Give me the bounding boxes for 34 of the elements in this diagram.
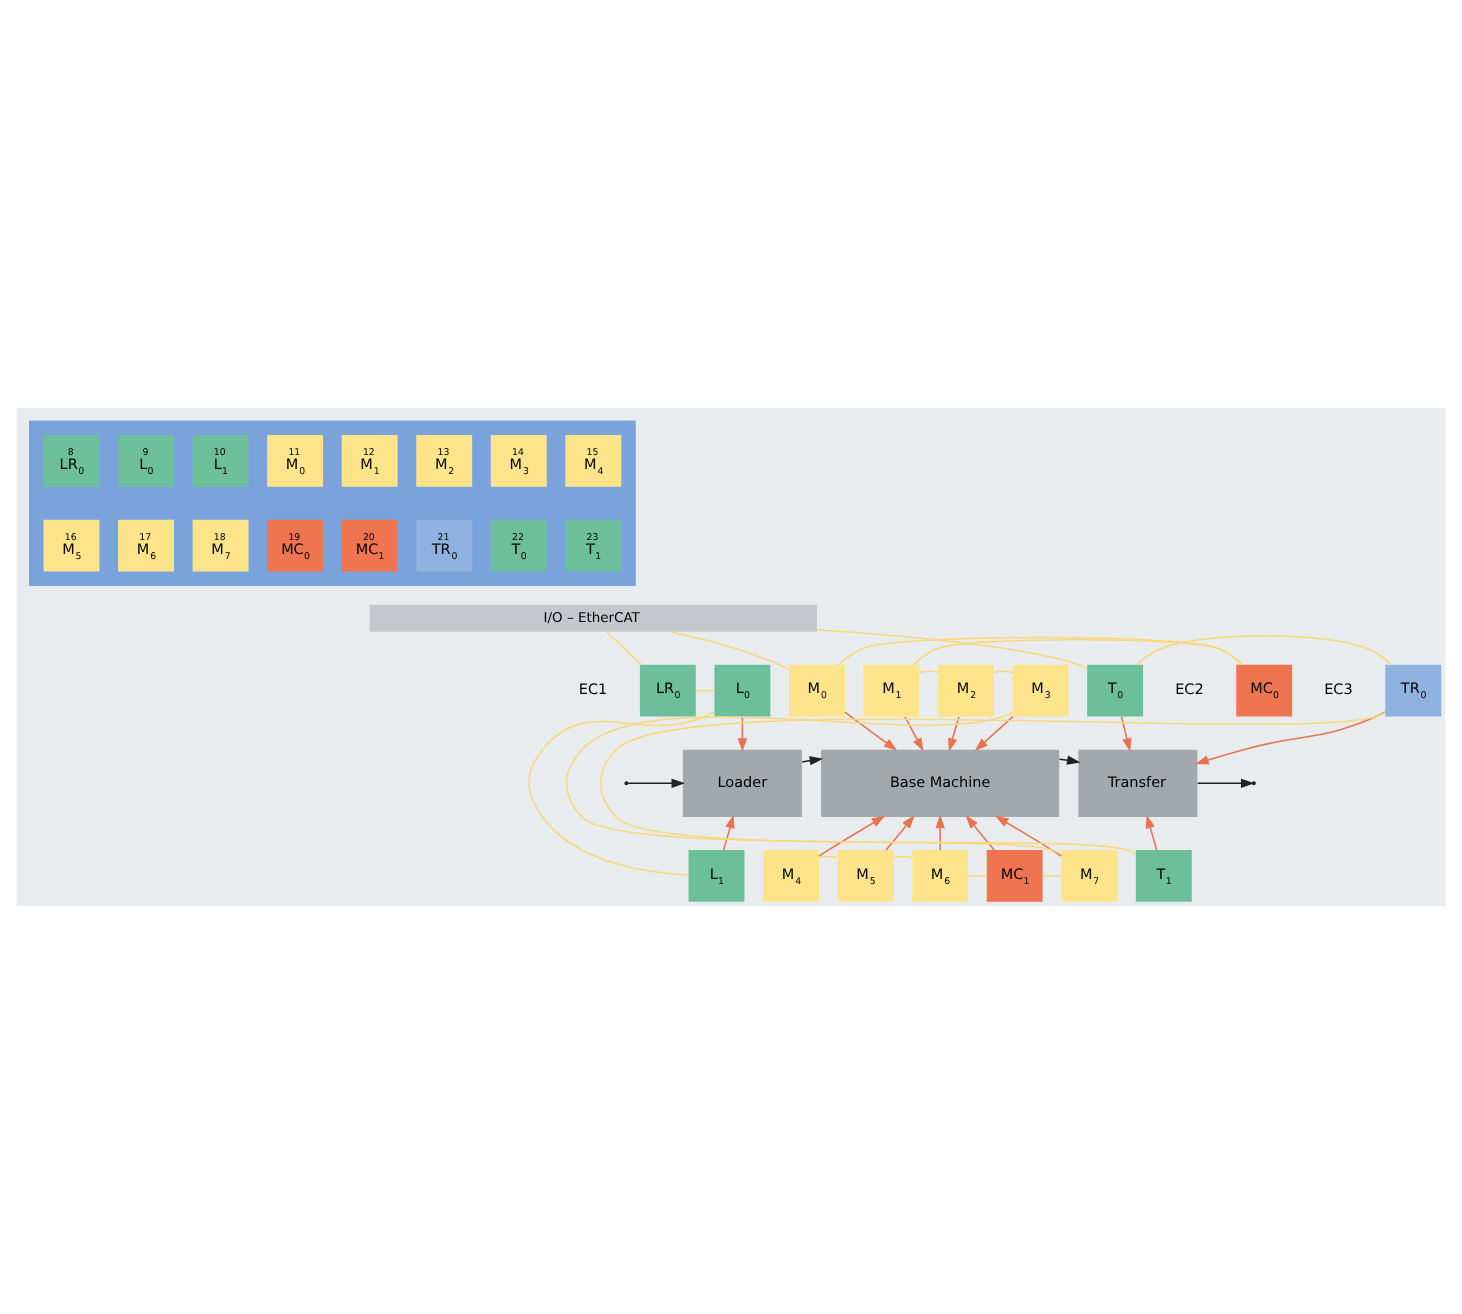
connector xyxy=(669,630,790,671)
arrow xyxy=(965,815,995,851)
connector xyxy=(599,711,1386,855)
arrow xyxy=(801,755,824,766)
connector xyxy=(528,711,715,876)
arrow xyxy=(844,711,898,751)
connector xyxy=(1136,635,1393,666)
arrow xyxy=(935,814,945,851)
connector xyxy=(816,628,1088,670)
connector xyxy=(818,855,839,859)
connector xyxy=(993,670,1014,674)
connector xyxy=(837,636,1244,666)
cluster xyxy=(29,420,636,587)
connector xyxy=(918,670,939,674)
arrow xyxy=(722,814,735,851)
arrow xyxy=(1145,814,1158,851)
connector xyxy=(893,855,913,859)
connector xyxy=(605,631,643,666)
arrow xyxy=(995,815,1063,857)
connector xyxy=(565,711,1062,855)
arrow xyxy=(885,815,915,851)
arrow xyxy=(904,716,924,752)
arrow xyxy=(818,815,886,857)
arrow xyxy=(1195,711,1386,765)
arrow xyxy=(974,715,1014,752)
connector xyxy=(967,875,988,877)
arrow xyxy=(948,716,960,752)
arrow xyxy=(1058,755,1081,765)
arrow xyxy=(1196,778,1255,789)
arrow xyxy=(627,778,685,789)
arrow xyxy=(737,716,748,752)
connector xyxy=(1042,875,1062,877)
arrow xyxy=(1120,716,1132,752)
connector xyxy=(695,689,715,692)
